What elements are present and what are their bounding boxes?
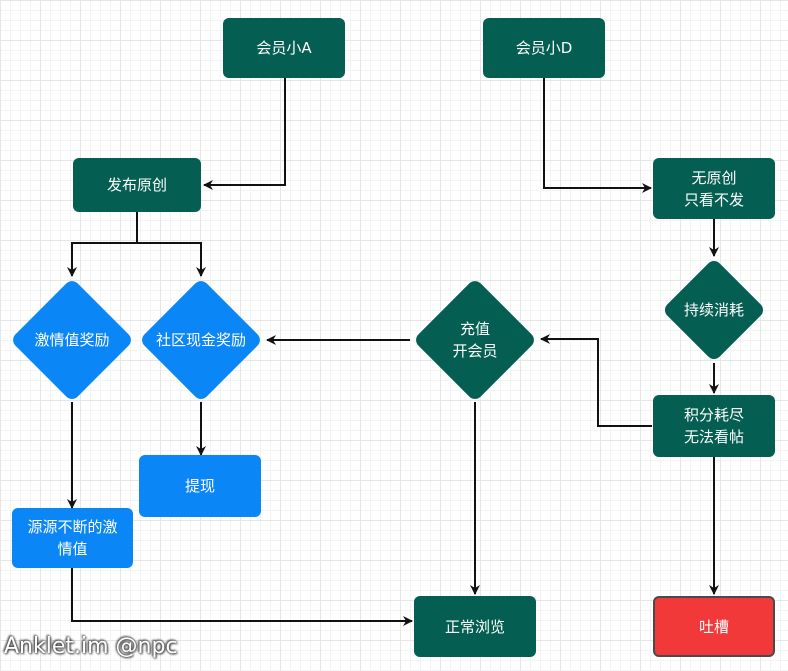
publish-original-node[interactable]: 发布原创 xyxy=(73,158,201,212)
endless-passion-node[interactable]: 源源不断的激 情值 xyxy=(12,508,133,568)
passion-reward-diamond[interactable]: 激情值奖励 xyxy=(9,277,135,403)
endless-passion-label: 源源不断的激 情值 xyxy=(27,518,118,558)
edge-exhausted-to-recharge xyxy=(540,334,652,427)
continuous-consumption-label: 持续消耗 xyxy=(683,301,744,319)
community-cash-reward-label: 社区现金奖励 xyxy=(155,331,246,349)
member-d-node[interactable]: 会员小D xyxy=(483,18,605,78)
recharge-membership-diamond[interactable]: 充值 开会员 xyxy=(412,277,538,403)
no-original-label: 无原创 只看不发 xyxy=(683,168,744,209)
edge-member-a-to-publish xyxy=(203,78,286,190)
complain-label: 吐槽 xyxy=(698,617,729,636)
recharge-membership-label: 充值 开会员 xyxy=(452,320,498,360)
normal-browse-label: 正常浏览 xyxy=(444,617,505,636)
member-a-label: 会员小A xyxy=(256,39,312,57)
edge-member-d-to-no-original xyxy=(543,78,652,193)
member-a-node[interactable]: 会员小A xyxy=(223,18,345,78)
community-cash-reward-diamond[interactable]: 社区现金奖励 xyxy=(138,277,264,403)
edge-publish-to-cash-reward xyxy=(137,242,206,277)
edge-endless-to-normal-browse xyxy=(71,568,413,626)
no-original-node[interactable]: 无原创 只看不发 xyxy=(653,158,775,219)
passion-reward-label: 激情值奖励 xyxy=(34,331,110,349)
edge-publish-to-passion-reward xyxy=(67,212,138,277)
points-exhausted-node[interactable]: 积分耗尽 无法看帖 xyxy=(653,395,775,457)
complain-node[interactable]: 吐槽 xyxy=(653,596,775,657)
normal-browse-node[interactable]: 正常浏览 xyxy=(414,596,536,657)
publish-original-label: 发布原创 xyxy=(106,176,167,194)
withdraw-node[interactable]: 提现 xyxy=(139,455,261,517)
continuous-consumption-diamond[interactable]: 持续消耗 xyxy=(661,257,767,363)
member-d-label: 会员小D xyxy=(515,39,573,57)
points-exhausted-label: 积分耗尽 无法看帖 xyxy=(683,406,744,446)
watermark-text: Anklet.im @npc xyxy=(4,634,178,659)
withdraw-label: 提现 xyxy=(184,477,215,495)
